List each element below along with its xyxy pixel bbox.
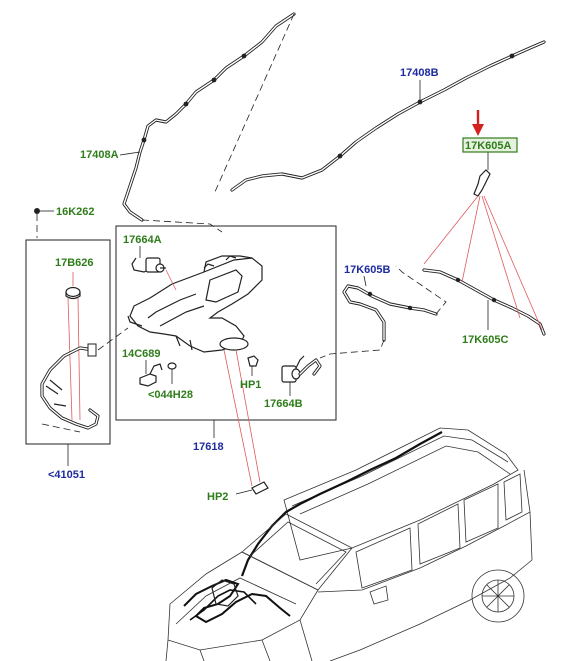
nozzle-17k605a[interactable] (473, 152, 491, 197)
red-down-arrow-icon (472, 110, 484, 136)
hose-17408b[interactable] (230, 40, 546, 192)
filler-cap-17b626[interactable] (65, 286, 81, 300)
label-17k605b: 17K605B (344, 264, 391, 276)
leader-17408a (119, 151, 141, 156)
label-16k262: 16K262 (56, 206, 95, 218)
washer-reservoir[interactable] (127, 255, 263, 353)
hose-17k605b[interactable] (342, 284, 438, 342)
label-hp1: HP1 (240, 379, 261, 391)
red-leader-17664a (165, 269, 177, 291)
red-leader-17k605a-2 (461, 195, 481, 283)
dashed-connector-upper (141, 219, 223, 233)
dashed-connector-17k605b (319, 339, 385, 359)
red-leader-hp2-b (235, 349, 261, 483)
red-leader-17k605a-3 (481, 195, 521, 319)
label-17k605c: 17K605C (462, 334, 509, 346)
label-17b626: 17B626 (55, 257, 94, 269)
red-leader-17k605a-1 (423, 195, 479, 265)
leader-17k605b (363, 275, 367, 287)
hose-17408a[interactable] (122, 12, 296, 222)
level-sensor-14c689[interactable] (139, 363, 163, 387)
label-14c689: 14C689 (122, 348, 161, 360)
label-17664b: 17664B (264, 398, 303, 410)
label-hp2: HP2 (207, 491, 228, 503)
label-17k605a: 17K605A (465, 140, 512, 152)
dashed-connector-filler (97, 327, 129, 351)
label-17408b: 17408B (400, 67, 439, 79)
red-leader-hp2-a (223, 349, 253, 487)
vehicle-illustration (165, 427, 533, 661)
hose-17k605c[interactable] (422, 268, 546, 336)
highlight-box-17k605a (462, 137, 518, 153)
label-044h28: <044H28 (148, 389, 193, 401)
hp1-fitting[interactable] (247, 355, 259, 376)
label-41051: <41051 (48, 469, 85, 481)
clip-16k262[interactable] (34, 208, 54, 238)
washer-pump-17664b[interactable] (281, 358, 322, 396)
red-leader-17k605a-4 (483, 195, 543, 331)
washer-pump-17664a[interactable] (131, 257, 166, 273)
label-17618: 17618 (193, 441, 224, 453)
label-17408a: 17408A (80, 149, 119, 161)
grommet-044h28[interactable] (167, 362, 177, 384)
filler-neck-hose[interactable] (40, 343, 100, 430)
pump-lead-b (295, 355, 305, 369)
reservoir-box (115, 225, 337, 421)
hp2-fitting[interactable] (235, 481, 269, 495)
filler-neck-box (25, 239, 111, 445)
label-17664a: 17664A (123, 234, 162, 246)
dashed-connector-17408a (213, 13, 295, 195)
